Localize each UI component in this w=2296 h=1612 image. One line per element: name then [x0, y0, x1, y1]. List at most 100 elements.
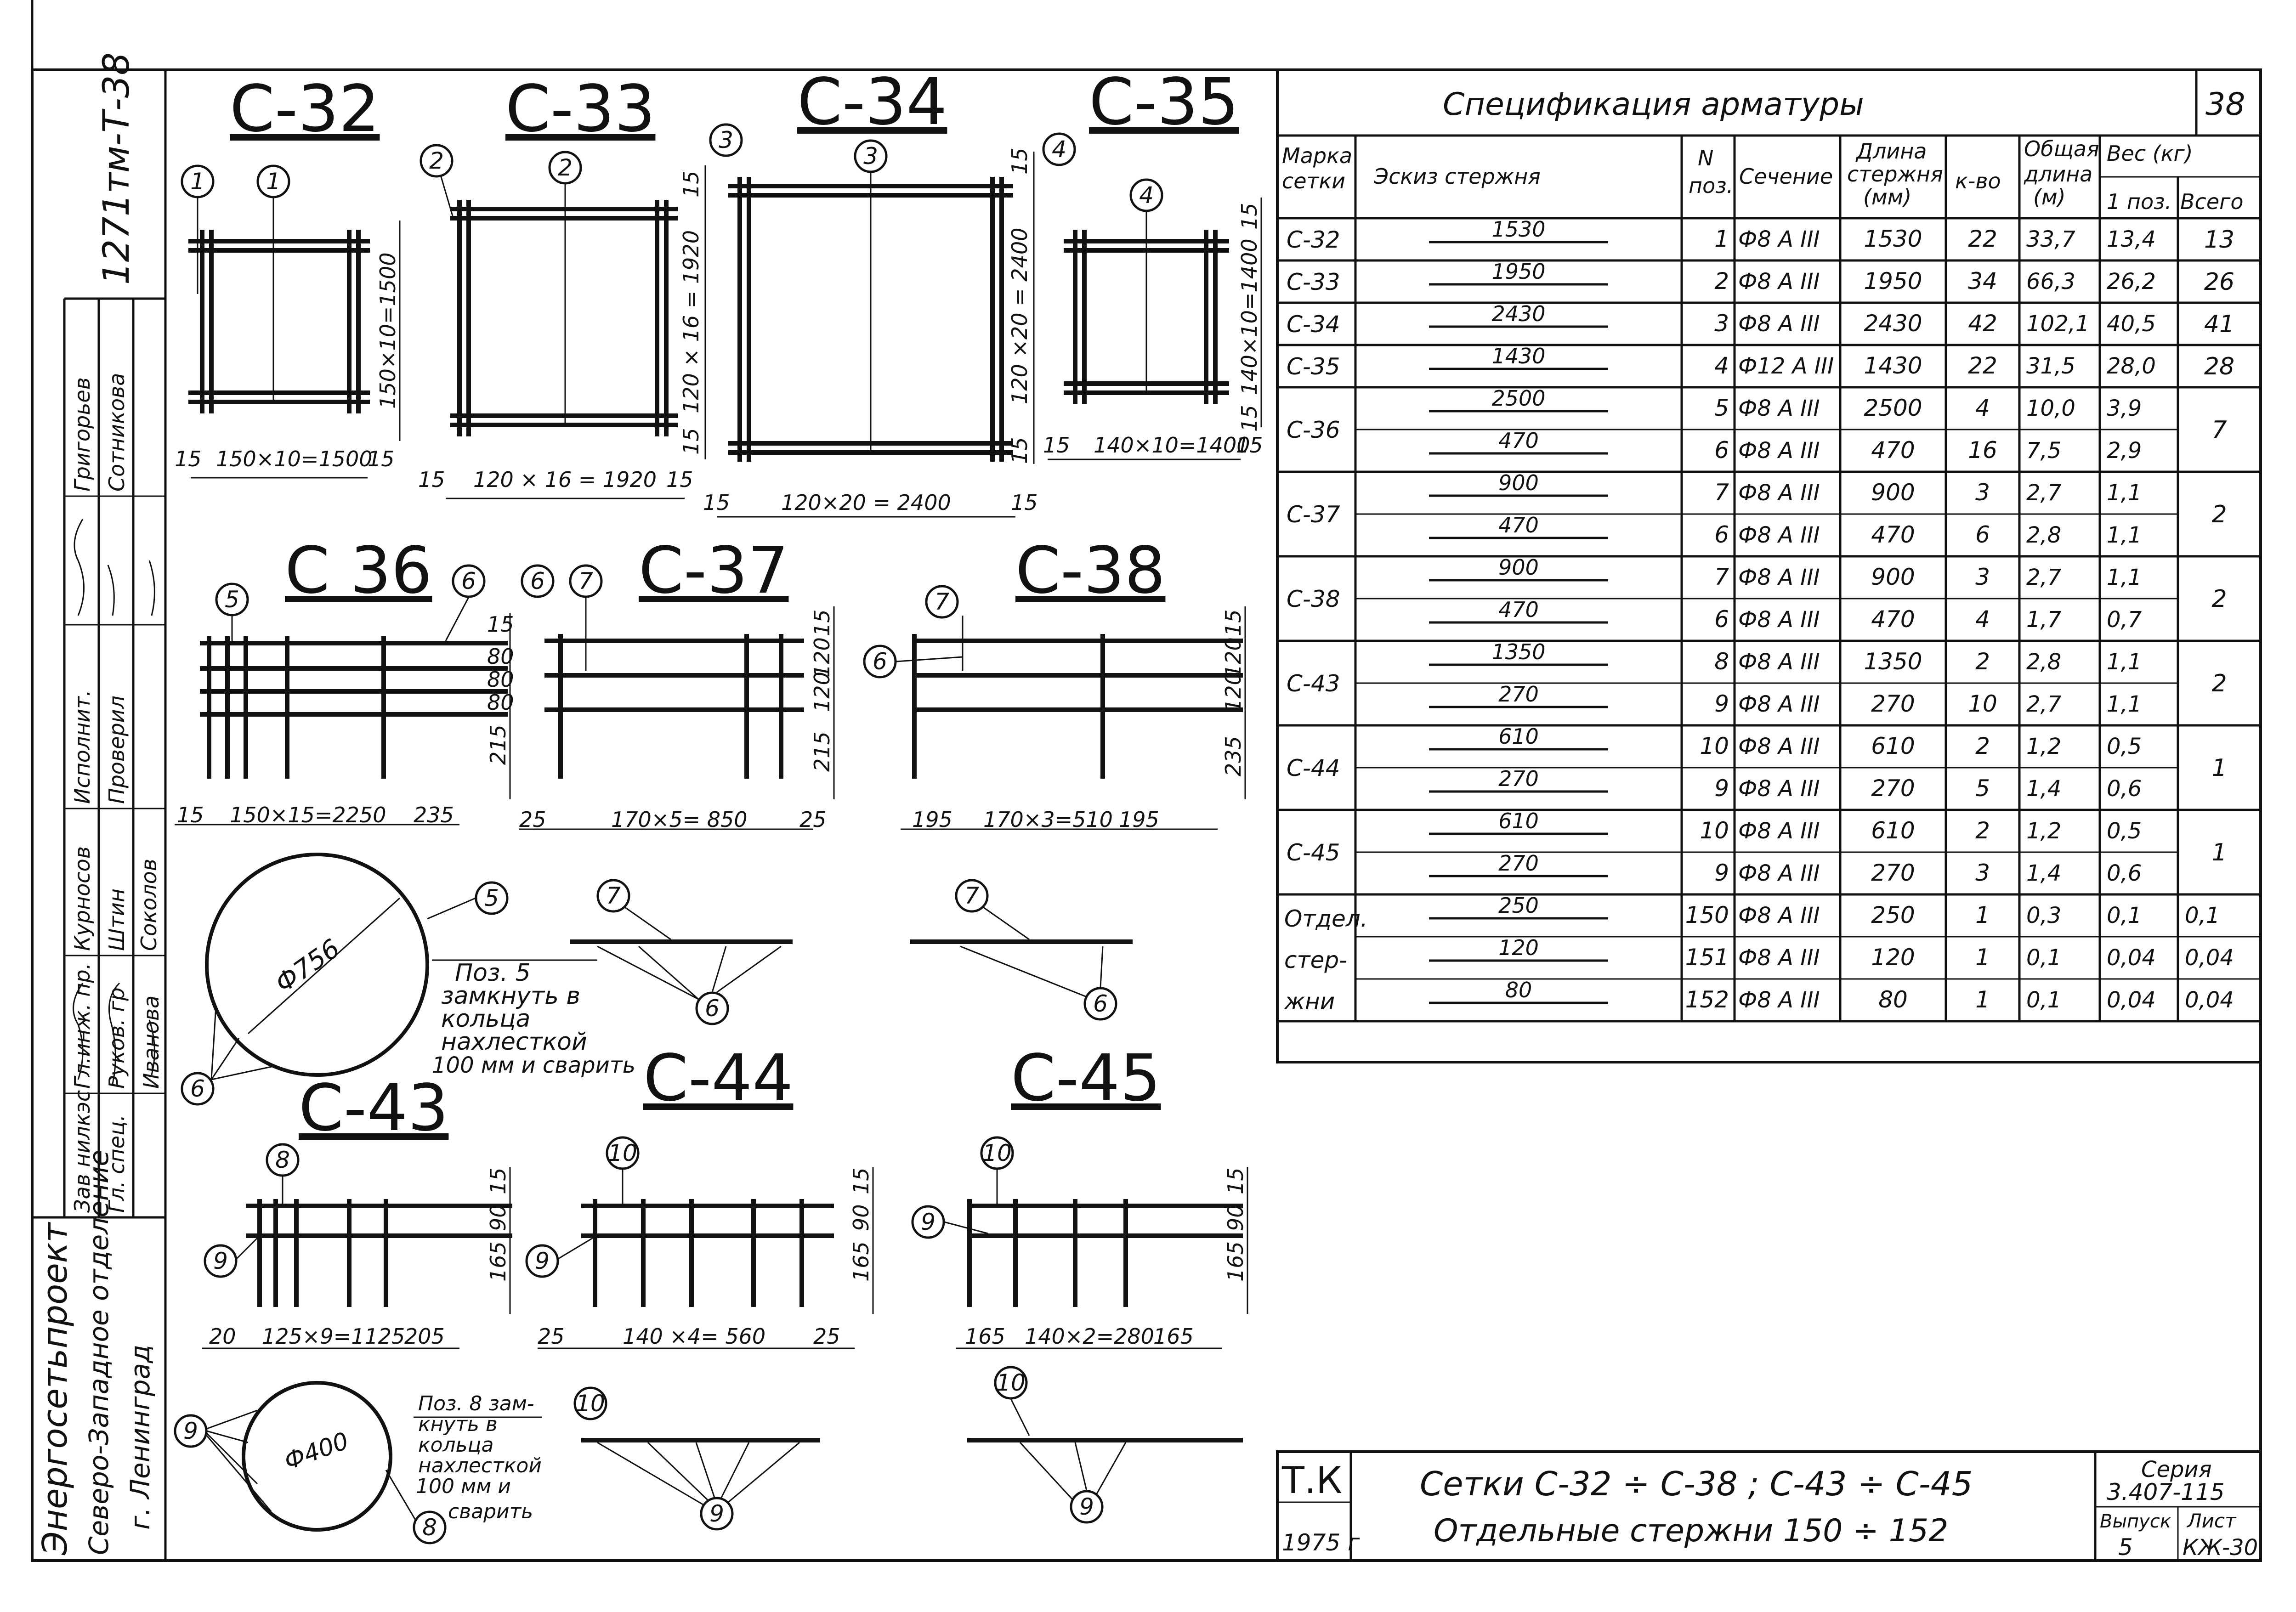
hdr-w-one: 1 поз. — [2107, 189, 2171, 214]
dim-c36-v3: 80 — [487, 690, 514, 715]
dim-c45-v1: 15 — [1223, 1167, 1248, 1194]
bubble-c43-a: 8 — [275, 1147, 290, 1173]
spec-sketch-len: 900 — [1498, 555, 1539, 580]
dim-c45-edge-r: 165 — [1153, 1324, 1194, 1349]
ring1-diameter: Ф756 — [270, 933, 345, 999]
spec-weight-one: 0,7 — [2107, 607, 2142, 633]
spec-pos: 10 — [1700, 817, 1729, 844]
mesh-grid-c35 — [1064, 211, 1229, 404]
dim-c32-v: 150×10=1500 — [375, 253, 400, 409]
dim-c38-edge-r: 195 — [1119, 807, 1159, 832]
dim-c33-v: 120 × 16 = 1920 — [679, 230, 703, 413]
spec-total-len: 2,7 — [2026, 691, 2062, 717]
ring2-note-1: Поз. 8 зам- — [418, 1392, 534, 1415]
spec-sketch-len: 1950 — [1491, 259, 1545, 284]
spec-section: Ф12 A III — [1738, 353, 1834, 379]
spec-weight-one: 1,1 — [2107, 522, 2142, 548]
spec-sketch-len: 2500 — [1491, 386, 1545, 411]
spec-mark: С-38 — [1287, 586, 1340, 612]
spec-total-len: 2,7 — [2026, 565, 2062, 590]
spec-weight-one: 2,9 — [2107, 438, 2142, 464]
spec-weight-one: 0,5 — [2107, 818, 2142, 844]
spec-sketch-len: 270 — [1498, 766, 1539, 791]
mesh-title-c36: С 36 — [285, 533, 432, 608]
mesh-grid-c44 — [558, 1169, 834, 1307]
spec-pos: 10 — [1700, 733, 1729, 759]
hdr-pos-2: поз. — [1689, 173, 1733, 198]
mesh-title-c32: С-32 — [230, 72, 380, 147]
tb-issue: 5 — [2118, 1534, 2133, 1561]
dim-c43-v2: 90 — [486, 1204, 510, 1231]
dim-c45-v2: 90 — [1223, 1204, 1248, 1231]
stamp-role-1: Зав нилкэс — [70, 1090, 95, 1213]
bubble-c37-a: 6 — [530, 568, 545, 594]
dim-c36-v4: 15 — [487, 612, 514, 637]
spec-length: 900 — [1871, 479, 1915, 506]
spec-pos: 1 — [1714, 226, 1729, 252]
spec-weight-total: 2 — [2211, 501, 2227, 528]
spec-sketch-len: 270 — [1498, 851, 1539, 876]
spec-total-len: 10,0 — [2026, 396, 2075, 421]
spec-sketch-len: 250 — [1498, 893, 1539, 918]
dim-c44-v1: 15 — [849, 1167, 873, 1194]
dim-c34-edge-l: 15 — [703, 490, 730, 515]
spec-length: 2430 — [1864, 310, 1922, 337]
spec-total-len: 31,5 — [2026, 353, 2075, 379]
hdr-sketch: Эскиз стержня — [1373, 164, 1541, 189]
mesh-grid-c32 — [188, 198, 370, 413]
dim-c38-v2: 120 — [1221, 637, 1246, 678]
mesh-c38: С-38 7 6 170×3=510 195 195 15 120 120 23… — [863, 533, 1246, 832]
bubble-c38-a: 7 — [935, 588, 949, 615]
spec-section: Ф8 A III — [1738, 945, 1820, 971]
spec-weight-total: 1 — [2211, 754, 2227, 782]
spec-sketch-len: 120 — [1498, 935, 1539, 960]
dim-c35-edge-r: 15 — [1236, 433, 1263, 458]
spec-mark: С-44 — [1287, 755, 1340, 781]
mesh-grid-c45 — [944, 1169, 1243, 1307]
dim-c38-v3: 120 — [1221, 672, 1246, 712]
bar-sketch-c37: 7 6 — [570, 879, 793, 1025]
ring2-note-4: нахлесткой — [418, 1454, 542, 1477]
spec-total-len: 2,8 — [2026, 522, 2061, 548]
hdr-qty: к-во — [1955, 169, 2001, 193]
spec-length: 270 — [1871, 690, 1915, 717]
spec-length: 610 — [1871, 733, 1915, 759]
ring2-note-5: 100 мм и — [416, 1475, 511, 1498]
hdr-w-all: Всего — [2180, 189, 2243, 214]
ring2-note-2: кнуть в — [418, 1413, 498, 1436]
hdr-mark-1: Марка — [1282, 143, 1352, 168]
bubble-c35-b: 4 — [1139, 182, 1154, 209]
spec-length: 270 — [1871, 775, 1915, 802]
dim-c33-edge-r: 15 — [666, 467, 693, 492]
bubble-c34-a: 3 — [719, 127, 733, 153]
sketch2-bubble-bot: 6 — [1093, 990, 1108, 1017]
spec-length: 470 — [1871, 521, 1915, 548]
spec-section: Ф8 A III — [1738, 396, 1820, 421]
dim-c32-edge-l: 15 — [175, 447, 202, 471]
ring1-note-4: нахлесткой — [441, 1028, 587, 1056]
dim-c36-h: 150×15=2250 — [230, 803, 386, 827]
spec-pos: 6 — [1714, 521, 1729, 548]
spec-pos: 4 — [1714, 352, 1729, 379]
hdr-totlen-3: (м) — [2033, 185, 2066, 209]
mesh-grid-c33 — [440, 176, 678, 436]
spec-qty: 22 — [1968, 226, 1997, 252]
spec-mark: С-35 — [1287, 353, 1340, 380]
tb-line2: Отдельные стержни 150 ÷ 152 — [1434, 1513, 1948, 1549]
dim-c33-h: 120 × 16 = 1920 — [473, 467, 657, 492]
dim-c37-h: 170×5= 850 — [611, 807, 748, 832]
spec-qty: 6 — [1975, 521, 1990, 548]
spec-total-len: 1,2 — [2026, 734, 2061, 759]
spec-pos: 152 — [1685, 986, 1729, 1013]
spec-pos: 7 — [1714, 564, 1729, 590]
spec-section: Ф8 A III — [1738, 438, 1820, 464]
bubble-c44-b: 9 — [535, 1248, 550, 1274]
spec-weight-one: 13,4 — [2107, 226, 2156, 252]
spec-weight-total: 0,04 — [2185, 987, 2234, 1013]
spec-qty: 34 — [1968, 268, 1997, 294]
dim-c38-edge-l: 195 — [912, 807, 952, 832]
spec-section: Ф8 A III — [1738, 818, 1820, 844]
dim-c44-edge-r: 25 — [813, 1324, 840, 1349]
bubble-c32-b: 1 — [266, 168, 281, 195]
